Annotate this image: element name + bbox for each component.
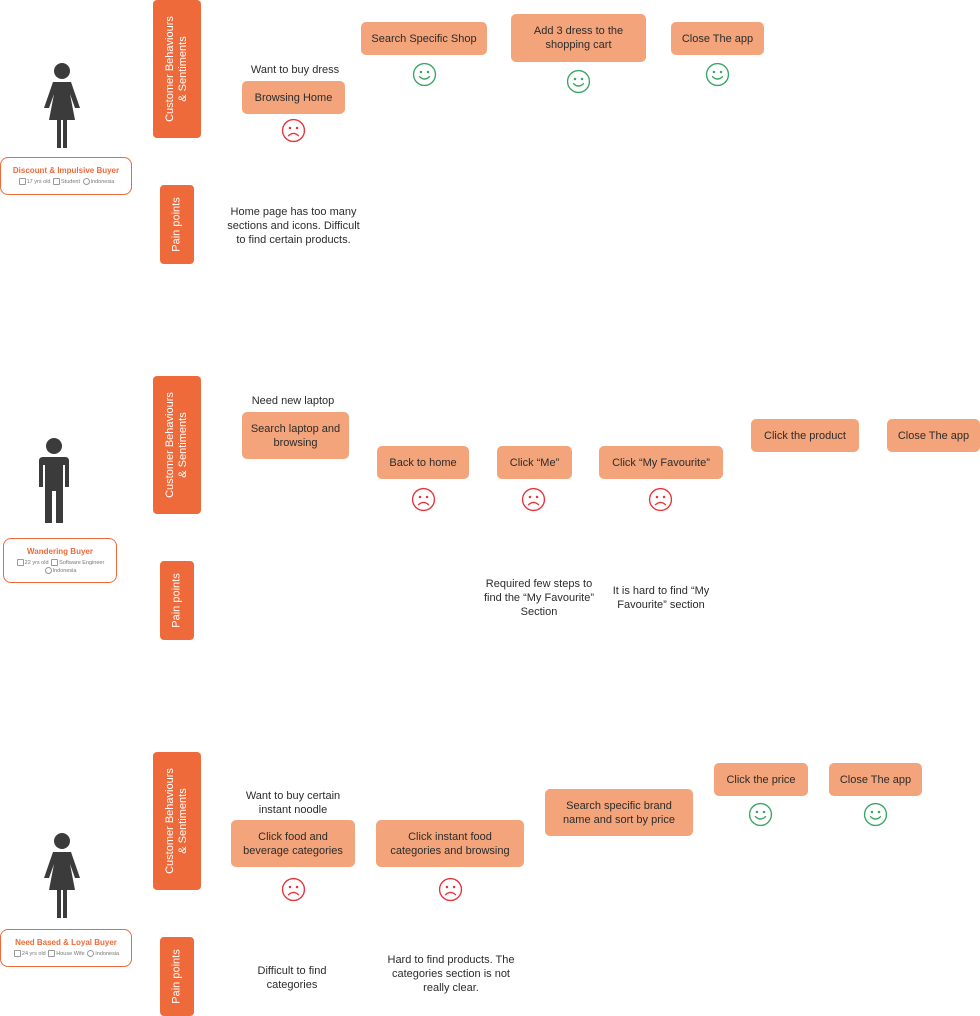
occupation-icon: [51, 559, 59, 567]
step-search-laptop: Search laptop and browsing: [242, 412, 349, 459]
location-icon: [44, 567, 52, 575]
step-click-price: Click the price: [714, 763, 808, 796]
step-search-shop: Search Specific Shop: [361, 22, 487, 55]
age-icon: [16, 559, 24, 567]
pain-point-text: Hard to find products. The categories se…: [387, 954, 515, 994]
persona-age: 17 yrs old: [26, 179, 51, 185]
location-icon: [82, 178, 90, 186]
sad-face-icon: [281, 877, 306, 902]
man-figure-icon: [34, 437, 74, 525]
persona-meta: 17 yrs old Student Indonesia: [1, 178, 131, 186]
sad-face-icon: [521, 487, 546, 512]
pain-points-label: Pain points: [160, 185, 194, 264]
step-click-product: Click the product: [751, 419, 859, 452]
sad-face-icon: [648, 487, 673, 512]
location-icon: [87, 950, 95, 958]
happy-face-icon: [566, 69, 591, 94]
step-browsing-home: Browsing Home: [242, 81, 345, 114]
behaviours-label: Customer Behaviours& Sentiments: [153, 752, 201, 890]
persona-age: 24 yrs old: [21, 951, 46, 957]
behaviours-label: Customer Behaviours& Sentiments: [153, 376, 201, 514]
step-close-app: Close The app: [887, 419, 980, 452]
sad-face-icon: [411, 487, 436, 512]
persona-meta: 24 yrs old House Wife Indonesia: [1, 950, 131, 958]
persona-name: Discount & Impulsive Buyer: [12, 166, 120, 175]
persona-card: Discount & Impulsive Buyer 17 yrs old St…: [0, 157, 132, 195]
persona-location: Indonesia: [52, 568, 77, 574]
intent-text: Need new laptop: [251, 395, 335, 407]
age-icon: [13, 950, 21, 958]
occupation-icon: [48, 950, 56, 958]
occupation-icon: [53, 178, 61, 186]
persona-location: Indonesia: [90, 179, 115, 185]
persona-location: Indonesia: [95, 951, 120, 957]
intent-text: Want to buy dress: [250, 64, 340, 76]
pain-point-text: Required few steps to find the “My Favou…: [483, 578, 595, 618]
pain-point-text: Difficult to find categories: [257, 965, 327, 991]
happy-face-icon: [705, 62, 730, 87]
step-close-app: Close The app: [829, 763, 922, 796]
step-close-app: Close The app: [671, 22, 764, 55]
happy-face-icon: [748, 802, 773, 827]
sad-face-icon: [438, 877, 463, 902]
persona-card: Need Based & Loyal Buyer 24 yrs old Hous…: [0, 929, 132, 967]
happy-face-icon: [412, 62, 437, 87]
pain-point-text: It is hard to find “My Favourite” sectio…: [612, 585, 710, 611]
persona-card: Wandering Buyer 22 yrs old Software Engi…: [3, 538, 117, 583]
age-icon: [18, 178, 26, 186]
step-back-home: Back to home: [377, 446, 469, 479]
persona-occupation: Software Engineer: [59, 560, 105, 566]
persona-occupation: Student: [61, 179, 80, 185]
step-add-to-cart: Add 3 dress to the shopping cart: [511, 14, 646, 62]
step-click-my-favourite: Click “My Favourite”: [599, 446, 723, 479]
step-click-food-beverage: Click food and beverage categories: [231, 820, 355, 867]
persona-name: Wandering Buyer: [27, 547, 93, 556]
persona-occupation: House Wife: [56, 951, 85, 957]
step-click-instant-food: Click instant food categories and browsi…: [376, 820, 524, 867]
happy-face-icon: [863, 802, 888, 827]
woman-figure-icon: [42, 832, 82, 920]
sad-face-icon: [281, 118, 306, 143]
step-search-brand: Search specific brand name and sort by p…: [545, 789, 693, 836]
pain-point-text: Home page has too many sections and icon…: [227, 206, 360, 246]
persona-name: Need Based & Loyal Buyer: [15, 938, 117, 947]
intent-text: Want to buy certain instant noodle: [245, 790, 341, 816]
pain-points-label: Pain points: [160, 561, 194, 640]
step-click-me: Click “Me”: [497, 446, 572, 479]
persona-meta: 22 yrs old Software Engineer Indonesia: [4, 559, 116, 575]
woman-figure-icon: [42, 62, 82, 150]
behaviours-label: Customer Behaviours& Sentiments: [153, 0, 201, 138]
pain-points-label: Pain points: [160, 937, 194, 1016]
persona-age: 22 yrs old: [24, 560, 49, 566]
